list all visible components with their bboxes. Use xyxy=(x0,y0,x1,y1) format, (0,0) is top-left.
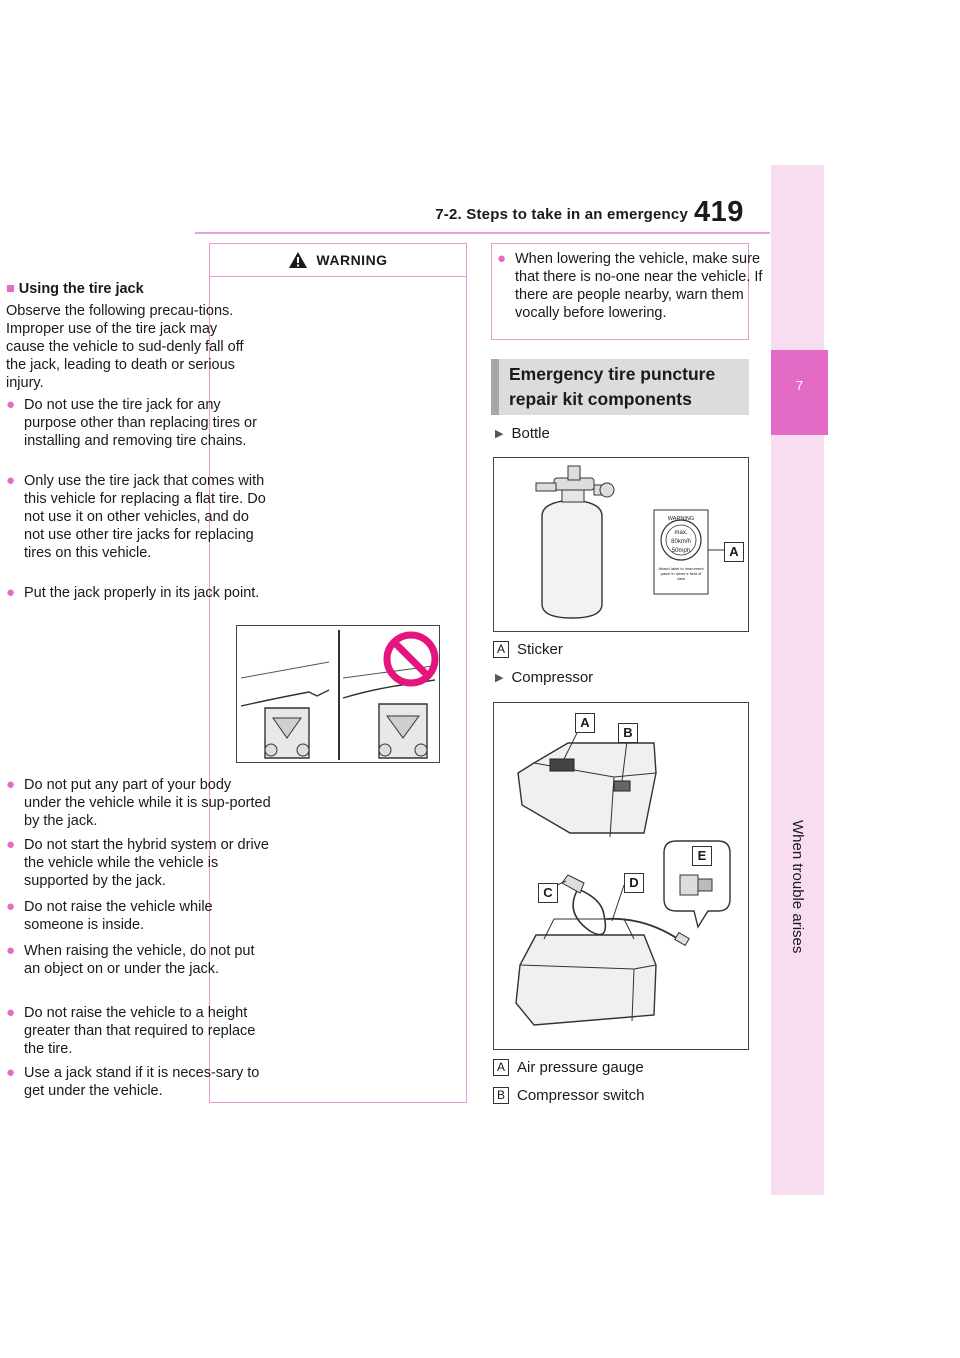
triangle-right-icon: ▶ xyxy=(495,428,504,440)
bottle-callout-a: A xyxy=(724,542,744,562)
bullet-dot-icon: ● xyxy=(6,584,16,601)
legend-key: B xyxy=(493,1087,509,1104)
sticker-warning-text: WARNING xyxy=(668,516,694,522)
jack-point-illustration xyxy=(236,625,440,763)
bullet-dot-icon: ● xyxy=(6,776,16,793)
warning-label: WARNING xyxy=(316,252,388,268)
legend-key: A xyxy=(493,1059,509,1076)
bottle-drawing: WARNING max. 80km/h 50mph Attach label t… xyxy=(535,465,726,619)
warning-bullet: ●Do not raise the vehicle to a height gr… xyxy=(6,1004,256,1057)
compressor-callout-a: A xyxy=(575,713,595,733)
warning-header: WARNING xyxy=(210,244,466,277)
sticker-kmh-text: 80km/h xyxy=(671,539,691,545)
continued-warning-box xyxy=(491,243,749,340)
side-tab xyxy=(771,165,824,1195)
compressor-callout-b: B xyxy=(618,723,638,743)
bullet-dot-icon: ● xyxy=(6,1064,16,1081)
compressor-callout-d: D xyxy=(624,873,644,893)
bullet-dot-icon: ● xyxy=(6,942,16,959)
components-heading: Emergency tire puncture repair kit compo… xyxy=(491,359,749,415)
warning-bullet: ●Do not put any part of your body under … xyxy=(6,776,271,829)
chapter-name: When trouble arises xyxy=(789,820,806,954)
compressor-drawing xyxy=(515,730,731,1026)
warning-bullet: ●Use a jack stand if it is neces-sary to… xyxy=(6,1064,260,1099)
header-rule xyxy=(195,232,770,234)
warning-triangle-icon xyxy=(289,252,308,268)
bullet-dot-icon: ● xyxy=(6,1004,16,1021)
warning-section-title: ■Using the tire jack xyxy=(6,281,144,297)
warning-bullet: ●When raising the vehicle, do not put an… xyxy=(6,942,255,977)
sticker-mph-text: 50mph xyxy=(672,548,690,554)
jack-point-drawing xyxy=(240,630,439,760)
warning-bullet: ●When lowering the vehicle, make sure th… xyxy=(497,250,763,321)
compressor-callout-e: E xyxy=(692,846,712,866)
triangle-right-icon: ▶ xyxy=(495,672,504,684)
section-title: 7-2. Steps to take in an emergency xyxy=(435,206,688,223)
chapter-number: 7 xyxy=(795,378,804,393)
bullet-dot-icon: ● xyxy=(497,250,507,267)
compressor-callout-c: C xyxy=(538,883,558,903)
warning-bullet: ●Do not raise the vehicle while someone … xyxy=(6,898,213,933)
sticker-max-text: max. xyxy=(674,530,687,536)
compressor-illustration: A B C D E xyxy=(493,702,749,1050)
bottle-illustration: WARNING max. 80km/h 50mph Attach label t… xyxy=(493,457,749,632)
bullet-dot-icon: ● xyxy=(6,836,16,853)
sticker-instruction-text: Attach label to instrument panel in driv… xyxy=(658,566,704,581)
prohibited-icon xyxy=(383,631,439,687)
warning-box: WARNING xyxy=(209,243,467,1103)
warning-bullet: ●Put the jack properly in its jack point… xyxy=(6,584,260,601)
page-number: 419 xyxy=(694,196,744,228)
square-bullet-icon: ■ xyxy=(6,281,15,297)
bullet-dot-icon: ● xyxy=(6,898,16,915)
legend-key: A xyxy=(493,641,509,658)
warning-intro: Observe the following precau-tions. Impr… xyxy=(6,303,244,391)
bullet-dot-icon: ● xyxy=(6,472,16,489)
bullet-dot-icon: ● xyxy=(6,396,16,413)
bottle-label: ▶Bottle xyxy=(495,425,550,442)
warning-bullet: ●Do not start the hybrid system or drive… xyxy=(6,836,269,889)
warning-bullet: ●Do not use the tire jack for any purpos… xyxy=(6,396,257,449)
side-tab-chapter-block[interactable] xyxy=(771,350,828,435)
compressor-label: ▶Compressor xyxy=(495,669,594,686)
warning-bullet: ●Only use the tire jack that comes with … xyxy=(6,472,266,561)
